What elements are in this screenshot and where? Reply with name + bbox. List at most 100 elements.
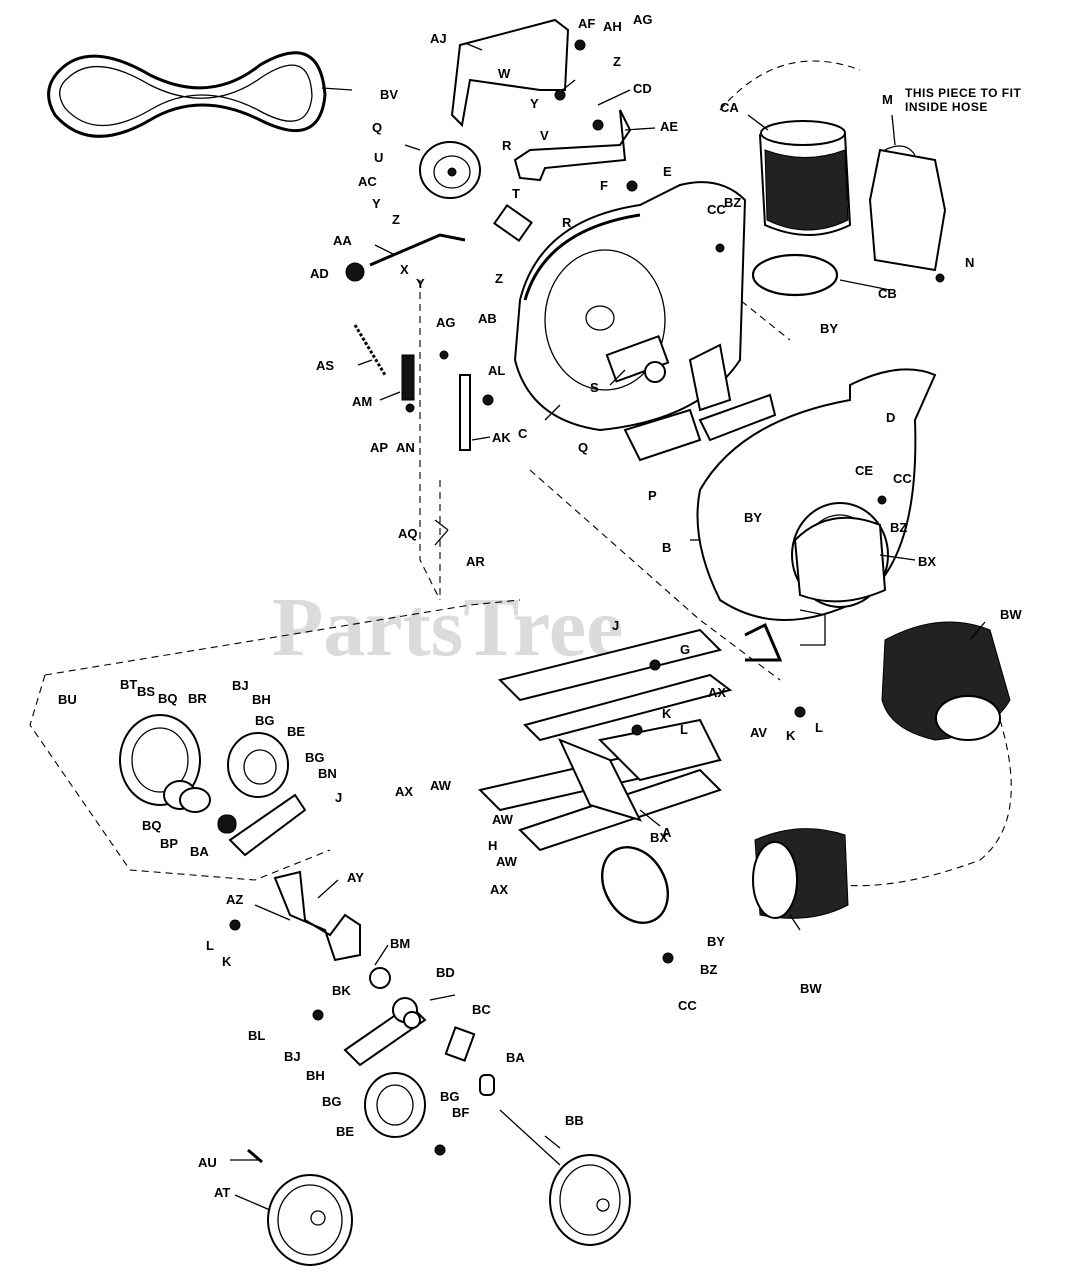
clamp-cb — [751, 253, 839, 297]
label-bh-left: BH — [252, 692, 271, 707]
label-bg-low2: BG — [440, 1089, 460, 1104]
label-bd: BD — [436, 965, 455, 980]
label-n: N — [965, 255, 974, 270]
label-k-low: K — [222, 954, 232, 969]
label-ar: AR — [466, 554, 485, 569]
label-k-right: K — [786, 728, 796, 743]
label-ca: CA — [720, 100, 739, 115]
label-ah: AH — [603, 19, 622, 34]
label-bg-left2: BG — [305, 750, 325, 765]
label-bq-low: BQ — [142, 818, 162, 833]
bracket-ae — [513, 109, 632, 182]
label-af: AF — [578, 16, 595, 31]
pulley-u — [419, 141, 481, 199]
label-ce: CE — [855, 463, 873, 478]
label-bx-top: BX — [918, 554, 936, 569]
label-ak: AK — [492, 430, 511, 445]
label-cb: CB — [878, 286, 897, 301]
label-bg-left1: BG — [255, 713, 275, 728]
label-ac: AC — [358, 174, 377, 189]
note-line-1: THIS PIECE TO FIT — [905, 86, 1021, 100]
label-ab: AB — [478, 311, 497, 326]
label-ax-bottom: AX — [490, 882, 508, 897]
label-bw-low: BW — [800, 981, 822, 996]
label-z-mid: Z — [392, 212, 400, 227]
frame-a — [478, 628, 733, 852]
label-f: F — [600, 178, 608, 193]
label-w: W — [498, 66, 511, 81]
label-au: AU — [198, 1155, 217, 1170]
label-bj-left: BJ — [232, 678, 249, 693]
label-by-low: BY — [707, 934, 725, 949]
label-cc-top: CC — [707, 202, 726, 217]
springs — [353, 324, 415, 401]
label-ae: AE — [660, 119, 678, 134]
label-ba-left: BA — [190, 844, 209, 859]
label-aq: AQ — [398, 526, 418, 541]
label-bz-top: BZ — [724, 195, 741, 210]
label-y-low: Y — [416, 276, 425, 291]
label-l-mid: L — [680, 722, 688, 737]
label-a: A — [662, 825, 672, 840]
fitting-bc — [444, 1026, 476, 1062]
bracket-ay — [273, 870, 391, 989]
hardware-fasteners — [229, 39, 945, 1156]
label-x: X — [400, 262, 409, 277]
watermark: PartsTree — [272, 581, 623, 674]
belt-bv — [47, 51, 327, 138]
label-bw-top: BW — [1000, 607, 1022, 622]
label-bt: BT — [120, 677, 137, 692]
label-bf: BF — [452, 1105, 469, 1120]
label-bb: BB — [565, 1113, 584, 1128]
label-ag-top: AG — [633, 12, 653, 27]
note-line-2: INSIDE HOSE — [905, 100, 988, 114]
bracket-aj — [450, 18, 570, 128]
label-z-top: Z — [613, 54, 621, 69]
label-at: AT — [214, 1185, 230, 1200]
label-l-low: L — [206, 938, 214, 953]
label-h: H — [488, 838, 497, 853]
label-j-left: J — [335, 790, 342, 805]
label-e: E — [663, 164, 672, 179]
label-bk: BK — [332, 983, 351, 998]
label-ad: AD — [310, 266, 329, 281]
label-bc: BC — [472, 1002, 491, 1017]
label-bu: BU — [58, 692, 77, 707]
label-j-mid: J — [612, 618, 619, 633]
label-be-left: BE — [287, 724, 305, 739]
label-s: S — [590, 380, 599, 395]
label-bm: BM — [390, 936, 410, 951]
label-g: G — [680, 642, 690, 657]
label-cd: CD — [633, 81, 652, 96]
label-be-low: BE — [336, 1124, 354, 1139]
label-q-mid: Q — [578, 440, 588, 455]
blower-housing-c — [513, 181, 747, 432]
label-ax-right: AX — [708, 685, 726, 700]
label-bq-top: BQ — [158, 691, 178, 706]
label-aa: AA — [333, 233, 352, 248]
leader-lines — [230, 42, 986, 1211]
label-aj: AJ — [430, 31, 447, 46]
label-br: BR — [188, 691, 207, 706]
label-by-top: BY — [820, 321, 838, 336]
hose-bw-upper — [881, 621, 1011, 741]
label-bp: BP — [160, 836, 178, 851]
label-r-top: R — [502, 138, 512, 153]
hose-bw-lower — [752, 828, 849, 919]
label-bn: BN — [318, 766, 337, 781]
label-y-top: Y — [530, 96, 539, 111]
label-az: AZ — [226, 892, 243, 907]
label-z-low: Z — [495, 271, 503, 286]
label-bx-low: BX — [650, 830, 668, 845]
label-u: U — [374, 150, 383, 165]
arm-bd — [343, 997, 427, 1067]
spacer-ba-lower — [479, 1074, 495, 1096]
label-av: AV — [750, 725, 767, 740]
label-bg-low1: BG — [322, 1094, 342, 1109]
insert-m — [868, 145, 947, 272]
label-ba-low: BA — [506, 1050, 525, 1065]
label-r-mid: R — [562, 215, 572, 230]
part-labels: AJ AF AH AG W Z Y CD V AE BV Q U AC Y Z … — [58, 12, 1022, 1200]
label-bj-low: BJ — [284, 1049, 301, 1064]
